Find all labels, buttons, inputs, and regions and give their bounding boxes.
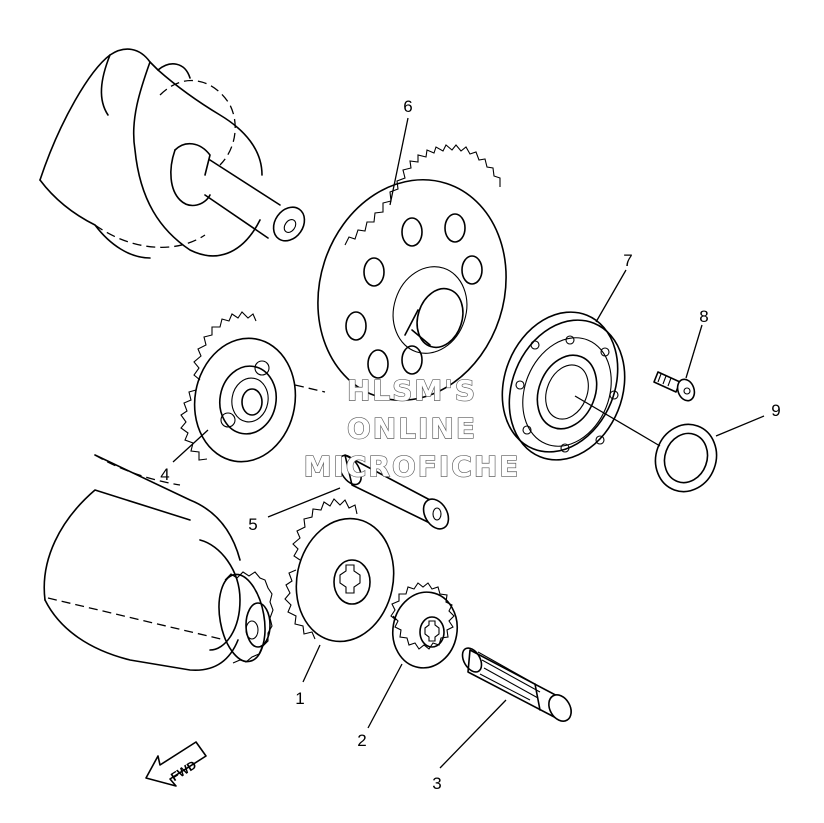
callout-6: 6 [403, 97, 412, 116]
part-2-pinion [390, 582, 458, 669]
part-1-gear [284, 498, 395, 643]
watermark-line-1: HLSM'S [347, 374, 477, 407]
callout-7: 7 [623, 251, 632, 270]
part-3-splined-shaft [461, 647, 572, 722]
callout-8: 8 [699, 307, 708, 326]
balancer-shaft [43, 454, 274, 671]
forward-direction-arrow: FWD [145, 741, 207, 787]
part-9-washer [654, 423, 718, 493]
callout-1: 1 [295, 689, 304, 708]
callouts: 6 7 8 9 4 5 1 2 3 [160, 97, 780, 793]
part-5-shaft [338, 454, 450, 530]
part-7-clutch-housing [501, 311, 626, 461]
callout-5: 5 [248, 515, 257, 534]
callout-9: 9 [771, 401, 780, 420]
part-6-large-gear [317, 144, 507, 402]
watermark-line-3: MICROFICHE [304, 450, 521, 483]
part-4-gear [180, 311, 326, 463]
arrow-left-icon [145, 741, 207, 787]
leader-lines [172, 117, 765, 769]
callout-3: 3 [432, 774, 441, 793]
part-8-bolt [653, 371, 696, 402]
watermark-line-2: ONLINE [347, 412, 477, 445]
crankshaft [39, 48, 306, 259]
watermark: HLSM'S ONLINE MICROFICHE [303, 373, 521, 483]
callout-4: 4 [160, 465, 169, 484]
callout-2: 2 [357, 731, 366, 750]
